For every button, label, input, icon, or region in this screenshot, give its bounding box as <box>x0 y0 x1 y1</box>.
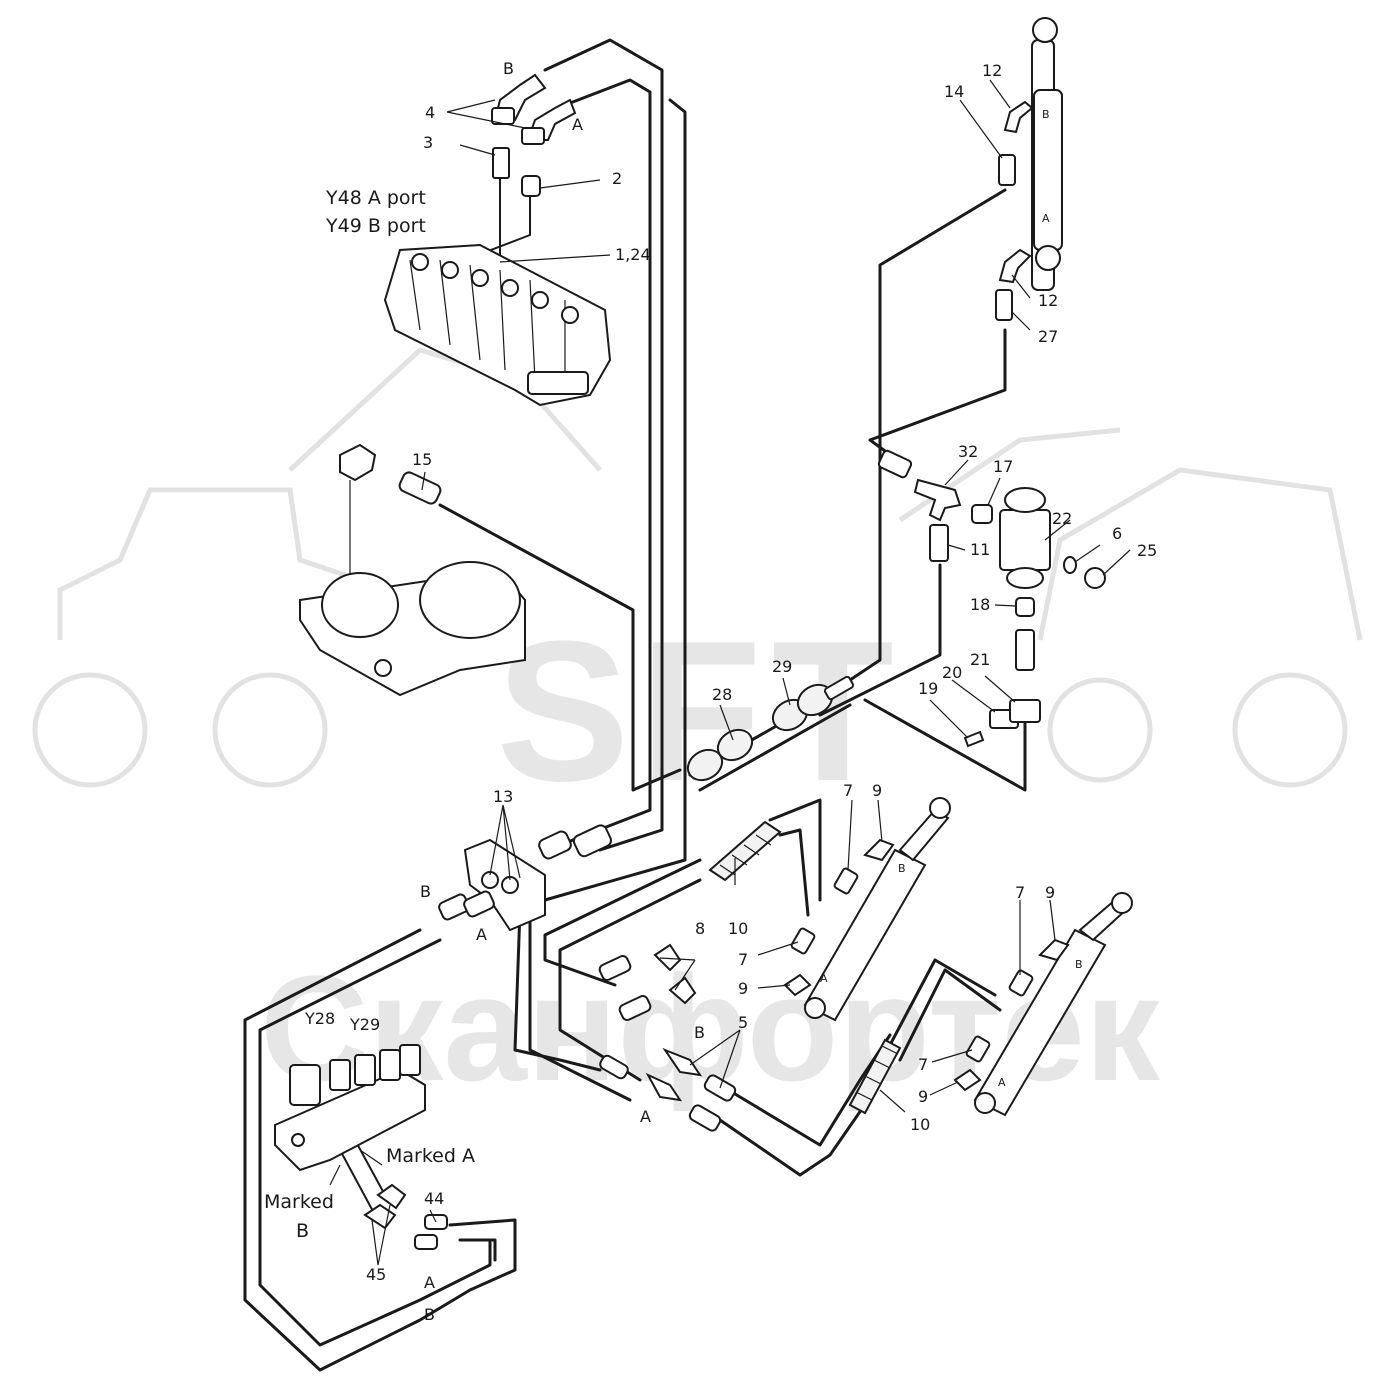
label-25: 25 <box>1137 541 1157 560</box>
label-9-a: 9 <box>872 781 882 800</box>
clamp-assembly <box>963 699 1041 748</box>
bucket-cylinder-right: B A <box>953 892 1133 1117</box>
tee-fittings <box>598 943 737 1132</box>
label-44: 44 <box>424 1189 444 1208</box>
accumulator-group <box>877 449 1106 671</box>
label-32: 32 <box>958 442 978 461</box>
label-port-b-top: B <box>503 59 514 78</box>
label-10-a: 10 <box>728 919 748 938</box>
label-port-a-top: A <box>572 115 583 134</box>
control-valve-block <box>383 243 612 407</box>
fitting-2-icon <box>521 175 541 197</box>
label-7-c: 7 <box>1015 883 1025 902</box>
label-28: 28 <box>712 685 732 704</box>
label-21: 21 <box>970 650 990 669</box>
watermark: SFT Сканфортек <box>32 347 1363 1112</box>
cylinder-port-b: B <box>1042 108 1050 121</box>
cylinder-port-a: A <box>1042 212 1050 225</box>
label-marked: Marked <box>264 1191 334 1213</box>
cylinder-right-port-a: A <box>998 1076 1006 1089</box>
label-port-a-bottom: A <box>424 1273 435 1292</box>
label-marked-a: Marked A <box>386 1145 475 1167</box>
mounting-plate <box>299 561 526 697</box>
label-marked-b-letter: B <box>296 1220 309 1242</box>
label-1-24: 1,24 <box>615 245 651 264</box>
part-15-connector <box>339 443 442 580</box>
label-12-bottom: 12 <box>1038 291 1058 310</box>
label-22: 22 <box>1052 509 1072 528</box>
cylinder-middle-port-b: B <box>898 862 906 875</box>
fitting-3-icon <box>492 147 510 179</box>
label-port-b-bottom: B <box>424 1305 435 1324</box>
boom-cylinder-top-right: B A <box>995 17 1063 321</box>
label-15: 15 <box>412 450 432 469</box>
top-fittings <box>491 73 577 197</box>
label-7-d: 7 <box>918 1055 928 1074</box>
label-45: 45 <box>366 1265 386 1284</box>
bracket-13 <box>438 824 612 932</box>
label-y49-port: Y49 B port <box>325 215 426 237</box>
label-19: 19 <box>918 679 938 698</box>
label-y29: Y29 <box>349 1015 380 1034</box>
label-5: 5 <box>738 1013 748 1032</box>
spiral-guards <box>708 820 902 1115</box>
label-y28: Y28 <box>304 1009 335 1028</box>
part-labels: B 4 A 3 2 Y48 A port Y49 B port 1,24 12 … <box>264 59 1157 1324</box>
label-10-b: 10 <box>910 1115 930 1134</box>
label-6: 6 <box>1112 524 1122 543</box>
cylinder-right-port-b: B <box>1075 958 1083 971</box>
label-9-c: 9 <box>1045 883 1055 902</box>
label-3: 3 <box>423 133 433 152</box>
valve-spools <box>411 253 579 324</box>
label-port-b-bracket: B <box>420 882 431 901</box>
label-port-b-tee: B <box>694 1023 705 1042</box>
label-20: 20 <box>942 663 962 682</box>
label-12-top: 12 <box>982 61 1002 80</box>
watermark-tractor-right-icon <box>898 427 1363 788</box>
label-11: 11 <box>970 540 990 559</box>
leader-lines <box>329 79 1131 1266</box>
label-8: 8 <box>695 919 705 938</box>
label-9-d: 9 <box>918 1087 928 1106</box>
label-14: 14 <box>944 82 964 101</box>
label-18: 18 <box>970 595 990 614</box>
label-17: 17 <box>993 457 1013 476</box>
label-2: 2 <box>612 169 622 188</box>
label-7-a: 7 <box>843 781 853 800</box>
bucket-cylinder-middle: B A <box>783 797 951 1022</box>
label-9-b: 9 <box>738 979 748 998</box>
solenoid-valve-block <box>274 1044 426 1172</box>
label-y48-port: Y48 A port <box>325 187 426 209</box>
label-4: 4 <box>425 103 435 122</box>
label-29: 29 <box>772 657 792 676</box>
label-7-b: 7 <box>738 950 748 969</box>
label-27: 27 <box>1038 327 1058 346</box>
label-13: 13 <box>493 787 513 806</box>
protective-sleeves <box>686 675 855 782</box>
label-port-a-tee: A <box>640 1107 651 1126</box>
label-port-a-bracket: A <box>476 925 487 944</box>
cylinder-middle-port-a: A <box>820 972 828 985</box>
